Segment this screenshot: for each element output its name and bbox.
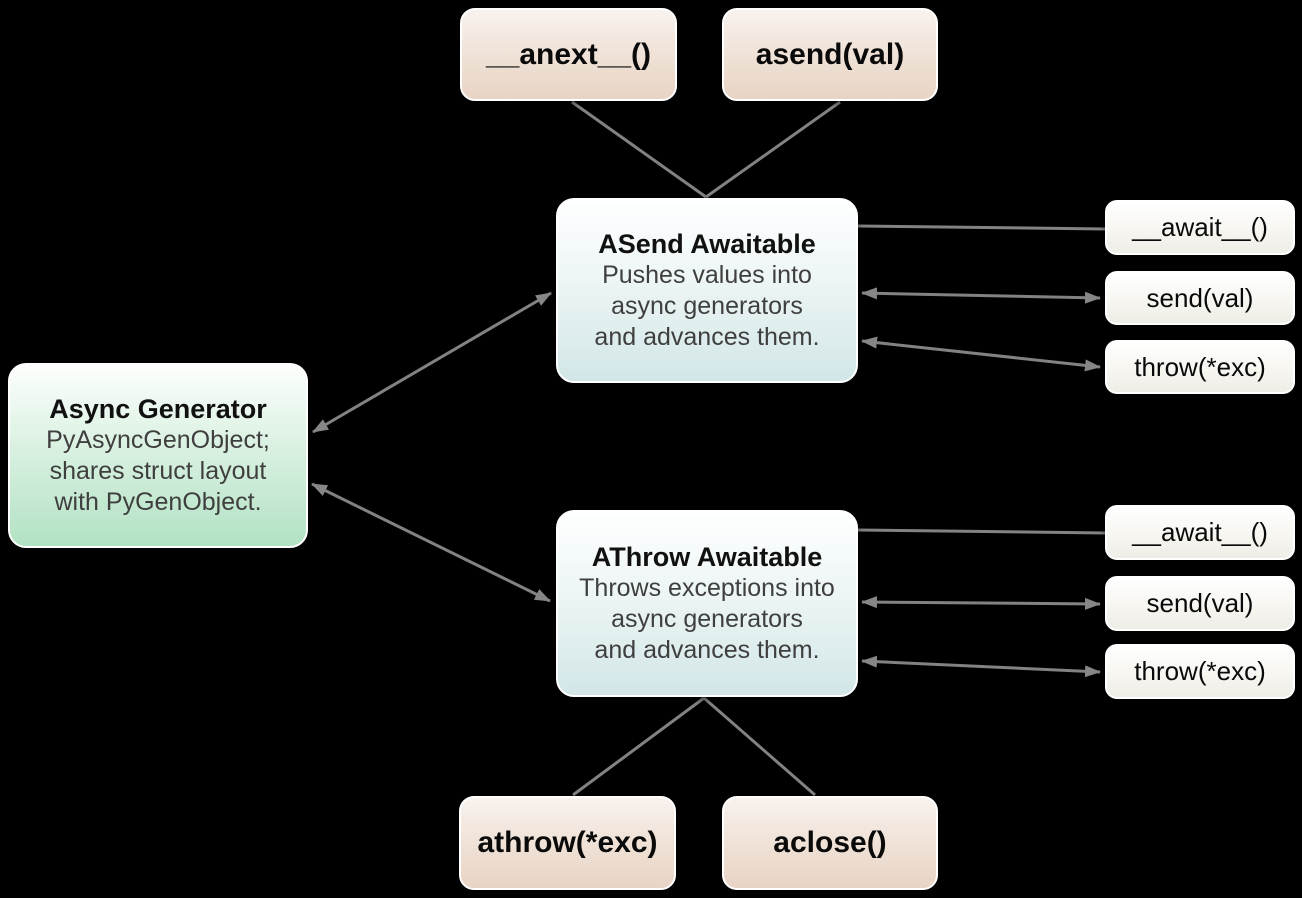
arrow-athrow-awaitable-throw [861, 655, 1101, 678]
asend-awaitable-body-line: Pushes values into [602, 261, 812, 289]
asend-awaitable-body-line: and advances them. [594, 323, 820, 351]
node-asend-label: asend(val) [755, 37, 905, 71]
arrow-asend-awaitable-send [861, 287, 1101, 304]
athrow-awaitable-body-line: async generators [611, 605, 803, 633]
node-async-generator: Async Generator PyAsyncGenObject; shares… [8, 363, 308, 548]
asend-throw-method-label: throw(*exc) [1134, 351, 1266, 382]
athrow-throw-method-label: throw(*exc) [1134, 656, 1266, 686]
asend-awaitable-title: ASend Awaitable [598, 229, 816, 259]
node-athrow-call: athrow(*exc) [459, 796, 676, 890]
node-anext: __anext__() [460, 8, 677, 101]
node-athrow-call-label: athrow(*exc) [477, 826, 658, 859]
node-asend-send-method: send(val) [1105, 271, 1295, 325]
connector-athrow-awaitable-to-aclose [703, 696, 816, 797]
athrow-awaitable-body-line: and advances them. [594, 636, 820, 664]
node-athrow-awaitable: AThrow Awaitable Throws exceptions into … [556, 510, 858, 697]
athrow-awaitable-title: AThrow Awaitable [591, 542, 823, 572]
arrow-asend-awaitable-throw [861, 336, 1101, 372]
arrow-generator-athrow-awaitable [311, 482, 551, 603]
arrow-athrow-awaitable-send [861, 596, 1101, 610]
asend-send-method-label: send(val) [1146, 282, 1254, 313]
athrow-awaitable-description: Throws exceptions into async generators … [579, 573, 835, 666]
connector-asend-to-asend-awaitable [705, 100, 841, 199]
node-asend-awaitable: ASend Awaitable Pushes values into async… [556, 198, 858, 383]
node-athrow-await-method: __await__() [1105, 505, 1295, 560]
asend-await-method-label: __await__() [1132, 212, 1268, 242]
node-asend-await-method: __await__() [1105, 200, 1295, 255]
node-aclose: aclose() [722, 796, 938, 890]
async-generator-body-line: shares struct layout [49, 457, 267, 485]
athrow-send-method-label: send(val) [1146, 588, 1254, 618]
connector-anext-to-asend-awaitable [571, 100, 707, 199]
connector-athrow-awaitable-to-await [857, 528, 1106, 535]
connector-asend-awaitable-to-await [857, 224, 1106, 231]
asend-awaitable-description: Pushes values into async generators and … [594, 260, 819, 353]
connector-athrow-awaitable-to-athrow-call [572, 696, 705, 797]
node-athrow-send-method: send(val) [1105, 576, 1295, 631]
arrow-generator-asend-awaitable [312, 291, 552, 434]
asend-awaitable-body-line: async generators [611, 292, 803, 320]
node-anext-label: __anext__() [485, 37, 652, 71]
node-aclose-label: aclose() [773, 826, 887, 859]
async-generator-body-line: PyAsyncGenObject; [46, 426, 270, 454]
node-asend-throw-method: throw(*exc) [1105, 340, 1295, 394]
athrow-awaitable-body-line: Throws exceptions into [579, 574, 835, 602]
node-asend: asend(val) [722, 8, 938, 101]
async-generator-description: PyAsyncGenObject; shares struct layout w… [46, 425, 270, 518]
async-generator-body-line: with PyGenObject. [54, 488, 262, 516]
node-athrow-throw-method: throw(*exc) [1105, 644, 1295, 699]
athrow-await-method-label: __await__() [1132, 517, 1268, 547]
async-generator-title: Async Generator [49, 394, 267, 424]
